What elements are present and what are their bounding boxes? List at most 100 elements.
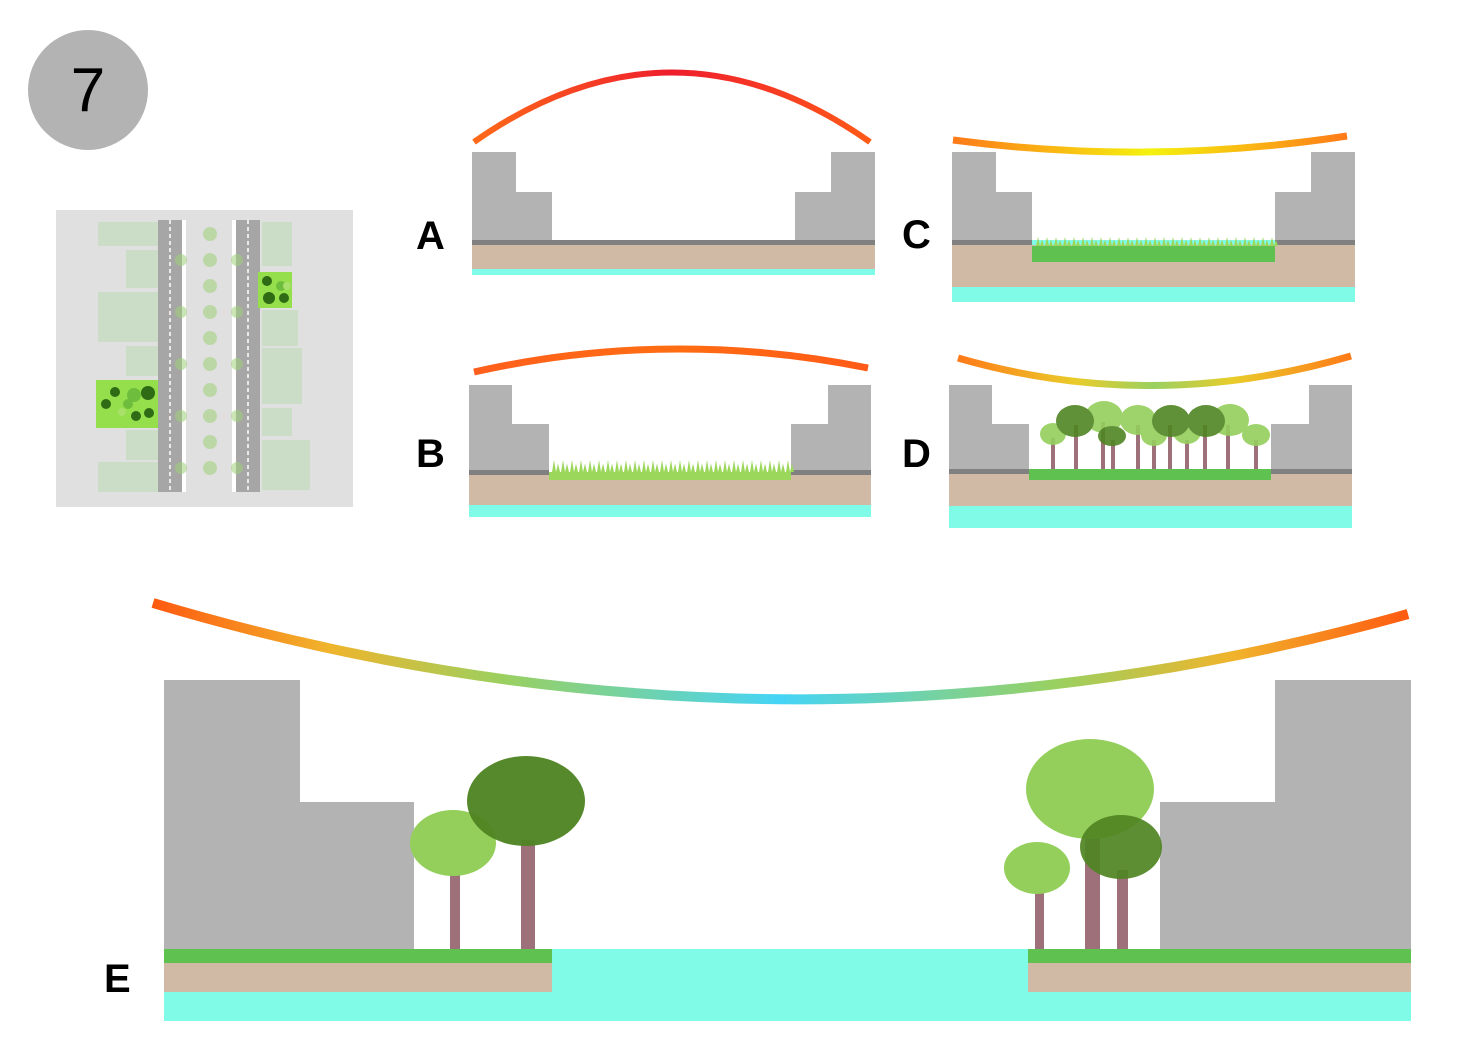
heat-arc-e bbox=[151, 598, 1410, 705]
panel-label-b: B bbox=[416, 432, 445, 476]
grass-tuft bbox=[633, 460, 641, 472]
grass-tuft bbox=[1135, 237, 1143, 246]
grass-tuft bbox=[1081, 237, 1089, 246]
grass-tuft bbox=[1117, 237, 1125, 246]
grass-tuft bbox=[714, 460, 722, 472]
heat-arc-c bbox=[952, 132, 1348, 156]
plan-blocks-left bbox=[98, 222, 158, 492]
panel-label-e: E bbox=[104, 957, 131, 1001]
grass-tuft bbox=[552, 460, 560, 472]
grass-tuft bbox=[1198, 237, 1206, 246]
panel-c-section bbox=[952, 132, 1355, 302]
grass-tuft bbox=[1090, 237, 1098, 246]
grass-tuft bbox=[1045, 237, 1053, 246]
grass-tuft bbox=[579, 460, 587, 472]
grass-tuft bbox=[651, 460, 659, 472]
panel-label-c: C bbox=[902, 213, 931, 257]
trees-left-e bbox=[410, 756, 585, 949]
groundwater-d bbox=[949, 506, 1352, 528]
step-number: 7 bbox=[70, 55, 106, 125]
grass-tuft bbox=[723, 460, 731, 472]
grass-tuft bbox=[1189, 237, 1197, 246]
building-left-e bbox=[164, 680, 414, 949]
grass-tuft bbox=[732, 460, 740, 472]
grass-tuft bbox=[1216, 237, 1224, 246]
panel-e-section bbox=[151, 598, 1411, 1021]
grass-tuft bbox=[561, 460, 569, 472]
grass-tuft bbox=[615, 460, 623, 472]
grass-tuft bbox=[597, 460, 605, 472]
soil-a bbox=[472, 245, 875, 269]
plan-street-trees bbox=[175, 227, 243, 475]
site-plan-thumbnail bbox=[56, 210, 353, 507]
grass-tuft bbox=[768, 460, 776, 472]
grass-tuft bbox=[1108, 237, 1116, 246]
grass-tuft bbox=[660, 460, 668, 472]
grass-tuft bbox=[1171, 237, 1179, 246]
groundwater-a bbox=[472, 269, 875, 275]
building-right-b bbox=[791, 385, 871, 472]
grass-tuft bbox=[1180, 237, 1188, 246]
heat-arc-b bbox=[473, 345, 869, 376]
grass-tuft bbox=[1153, 237, 1161, 246]
grass-tuft bbox=[1252, 237, 1260, 246]
grass-tuft bbox=[588, 460, 596, 472]
panel-d-section bbox=[949, 352, 1352, 528]
building-left-d bbox=[949, 385, 1029, 472]
grass-tuft bbox=[1234, 237, 1242, 246]
grass-tuft bbox=[1207, 237, 1215, 246]
grass-tuft bbox=[1072, 237, 1080, 246]
panel-a-section bbox=[472, 69, 875, 275]
groundwater-c bbox=[952, 287, 1355, 302]
panel-b-section bbox=[469, 345, 871, 517]
plan-park-right bbox=[258, 272, 292, 308]
groundwater-b bbox=[469, 505, 871, 517]
grass-tuft bbox=[750, 460, 758, 472]
grass-left-e bbox=[164, 949, 552, 963]
tree-grove-d bbox=[1051, 422, 1258, 469]
grass-tuft bbox=[687, 460, 695, 472]
grass-tuft bbox=[1261, 237, 1269, 246]
grass-tuft bbox=[678, 460, 686, 472]
tree-crown-light-e3 bbox=[1026, 739, 1154, 839]
grass-tuft bbox=[570, 460, 578, 472]
tree-crown-dark-e1 bbox=[467, 756, 585, 846]
grass-tuft bbox=[696, 460, 704, 472]
building-left-c bbox=[952, 152, 1032, 240]
plan-park-left bbox=[96, 380, 158, 428]
plan-blocks-right bbox=[262, 222, 310, 490]
grass-tuft bbox=[1270, 237, 1278, 246]
tree-crown-light-e2 bbox=[1004, 842, 1070, 894]
grass-tuft bbox=[786, 460, 794, 472]
panel-label-d: D bbox=[902, 432, 931, 476]
grass-tuft bbox=[642, 460, 650, 472]
road-surface-a bbox=[472, 240, 875, 245]
trees-right-e bbox=[1004, 739, 1162, 949]
grass-bed-c bbox=[1032, 246, 1275, 262]
grass-tuft bbox=[741, 460, 749, 472]
building-left-a bbox=[472, 152, 552, 240]
heat-arc-d bbox=[957, 352, 1352, 389]
grass-tuft bbox=[705, 460, 713, 472]
grass-tuft bbox=[1162, 237, 1170, 246]
grass-tuft bbox=[606, 460, 614, 472]
building-right-d bbox=[1271, 385, 1352, 472]
grass-tuft bbox=[1099, 237, 1107, 246]
heat-arc-a bbox=[472, 69, 872, 145]
tree-crown-light-e1 bbox=[410, 810, 496, 876]
grass-tuft bbox=[1243, 237, 1251, 246]
grass-c bbox=[1036, 237, 1278, 246]
panel-label-a: A bbox=[416, 214, 445, 258]
building-right-e bbox=[1160, 680, 1411, 949]
grass-tuft bbox=[777, 460, 785, 472]
grass-right-e bbox=[1028, 949, 1411, 963]
tree-crowns-d bbox=[1040, 401, 1270, 446]
grass-tuft bbox=[1063, 237, 1071, 246]
building-left-b bbox=[469, 385, 549, 472]
grass-tuft bbox=[759, 460, 767, 472]
building-right-a bbox=[795, 152, 875, 240]
grass-tuft bbox=[1036, 237, 1044, 246]
step-number-badge: 7 bbox=[28, 30, 148, 150]
grass-tuft bbox=[1126, 237, 1134, 246]
